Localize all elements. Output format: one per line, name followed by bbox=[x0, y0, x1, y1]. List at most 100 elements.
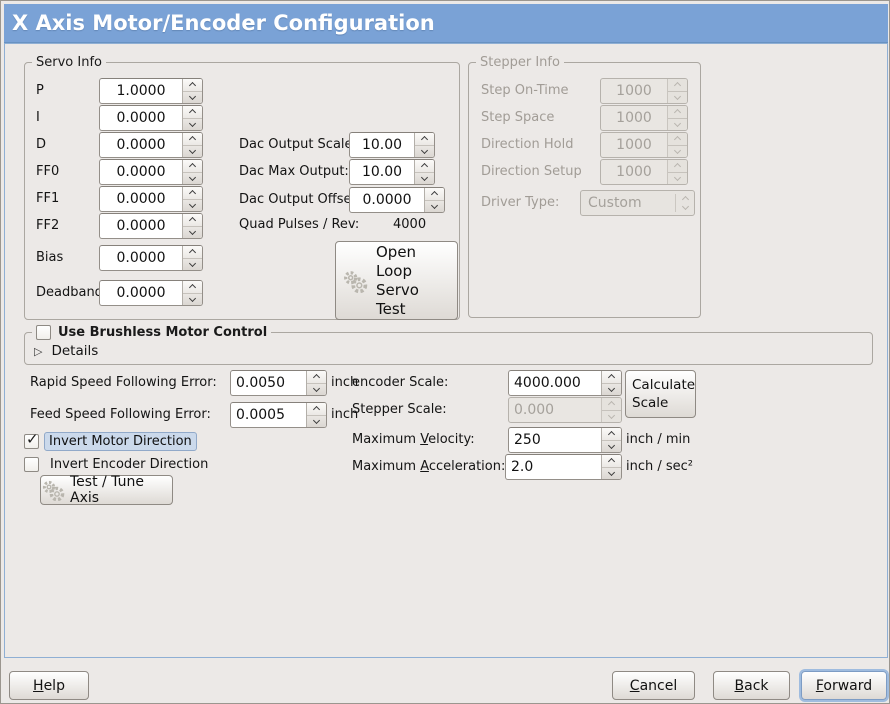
encoder-scale-input[interactable] bbox=[509, 371, 601, 395]
ff0-spinbox[interactable] bbox=[99, 159, 203, 185]
back-button[interactable]: Back bbox=[713, 671, 790, 700]
spin-up-button[interactable] bbox=[183, 187, 202, 200]
spin-down-button[interactable] bbox=[415, 146, 434, 158]
spin-down-button[interactable] bbox=[425, 201, 444, 213]
cancel-button[interactable]: Cancel bbox=[612, 671, 695, 700]
spin-down-button bbox=[602, 411, 621, 423]
spin-down-button bbox=[668, 146, 687, 158]
dac-output-scale-spinbox[interactable] bbox=[349, 132, 435, 158]
ff1-input[interactable] bbox=[100, 187, 182, 211]
ff2-input[interactable] bbox=[100, 214, 182, 238]
spin-up-button[interactable] bbox=[183, 281, 202, 294]
use-brushless-label: Use Brushless Motor Control bbox=[58, 325, 268, 340]
i-label: I bbox=[36, 110, 40, 125]
bias-label: Bias bbox=[36, 250, 64, 265]
spin-down-button[interactable] bbox=[183, 200, 202, 212]
spin-down-button[interactable] bbox=[183, 259, 202, 271]
d-label: D bbox=[36, 137, 47, 152]
chevron-down-icon bbox=[420, 146, 429, 154]
maximum-acceleration-spinbox[interactable] bbox=[505, 454, 622, 480]
spin-up-button[interactable] bbox=[183, 214, 202, 227]
bias-input[interactable] bbox=[100, 246, 182, 270]
feed-following-error-spinbox[interactable] bbox=[230, 402, 327, 428]
spin-down-button[interactable] bbox=[183, 227, 202, 239]
spin-up-button[interactable] bbox=[425, 188, 444, 201]
spin-down-button[interactable] bbox=[602, 384, 621, 396]
direction-hold-input bbox=[601, 133, 667, 157]
spin-down-button[interactable] bbox=[183, 119, 202, 131]
spin-down-button[interactable] bbox=[307, 416, 326, 428]
spin-up-button[interactable] bbox=[602, 455, 621, 468]
spin-down-button[interactable] bbox=[602, 468, 621, 480]
bias-spinbox[interactable] bbox=[99, 245, 203, 271]
invert-motor-label[interactable]: Invert Motor Direction bbox=[44, 432, 197, 451]
spin-down-button[interactable] bbox=[183, 294, 202, 306]
forward-label: Forward bbox=[815, 677, 873, 694]
step-on-time-spinbox bbox=[600, 78, 688, 104]
i-input[interactable] bbox=[100, 106, 182, 130]
expander-triangle-icon: ▷ bbox=[34, 344, 43, 358]
spin-up-button[interactable] bbox=[183, 160, 202, 173]
chevron-up-icon bbox=[607, 458, 616, 466]
dac-max-output-input[interactable] bbox=[350, 160, 414, 184]
spin-down-button[interactable] bbox=[307, 384, 326, 396]
content-area: Servo Info P I D FF0 FF1 bbox=[4, 43, 888, 658]
spin-up-button[interactable] bbox=[415, 133, 434, 146]
rapid-following-error-spinbox[interactable] bbox=[230, 370, 327, 396]
spin-up-button[interactable] bbox=[307, 371, 326, 384]
dac-output-offset-input[interactable] bbox=[350, 188, 424, 212]
spin-up-button[interactable] bbox=[602, 371, 621, 384]
spin-down-button[interactable] bbox=[183, 146, 202, 158]
forward-button[interactable]: Forward bbox=[801, 671, 887, 700]
rapid-following-error-input[interactable] bbox=[231, 371, 306, 395]
spin-down-button[interactable] bbox=[415, 173, 434, 185]
maximum-velocity-input[interactable] bbox=[509, 428, 601, 452]
dac-output-scale-input[interactable] bbox=[350, 133, 414, 157]
spin-down-button[interactable] bbox=[183, 92, 202, 104]
invert-encoder-checkbox[interactable] bbox=[24, 457, 39, 472]
ff1-spinbox[interactable] bbox=[99, 186, 203, 212]
chevron-down-icon bbox=[607, 384, 616, 392]
page-title: X Axis Motor/Encoder Configuration bbox=[12, 11, 435, 35]
open-loop-servo-test-button[interactable]: Open Loop Servo Test bbox=[335, 241, 458, 320]
chevron-up-icon bbox=[673, 163, 682, 171]
calculate-scale-button[interactable]: Calculate Scale bbox=[625, 370, 696, 418]
use-brushless-checkbox[interactable] bbox=[36, 325, 51, 340]
servo-info-frame: Servo Info P I D FF0 FF1 bbox=[24, 54, 460, 320]
d-input[interactable] bbox=[100, 133, 182, 157]
invert-encoder-label[interactable]: Invert Encoder Direction bbox=[50, 457, 209, 472]
help-label: Help bbox=[33, 677, 65, 694]
p-input[interactable] bbox=[100, 79, 182, 103]
feed-following-error-input[interactable] bbox=[231, 403, 306, 427]
p-spinbox[interactable] bbox=[99, 78, 203, 104]
invert-motor-checkbox[interactable]: ✓ bbox=[24, 430, 39, 449]
test-tune-axis-button[interactable]: Test / Tune Axis bbox=[40, 474, 173, 506]
ff2-spinbox[interactable] bbox=[99, 213, 203, 239]
deadband-input[interactable] bbox=[100, 281, 182, 305]
chevron-up-icon bbox=[188, 82, 197, 90]
encoder-scale-spinbox[interactable] bbox=[508, 370, 622, 396]
spin-up-button[interactable] bbox=[307, 403, 326, 416]
ff0-input[interactable] bbox=[100, 160, 182, 184]
dac-output-offset-spinbox[interactable] bbox=[349, 187, 445, 213]
spin-up-button[interactable] bbox=[183, 79, 202, 92]
deadband-spinbox[interactable] bbox=[99, 280, 203, 306]
maximum-velocity-spinbox[interactable] bbox=[508, 427, 622, 453]
help-button[interactable]: Help bbox=[9, 671, 89, 700]
maximum-acceleration-input[interactable] bbox=[506, 455, 601, 479]
spin-up-button[interactable] bbox=[183, 246, 202, 259]
spin-up-button[interactable] bbox=[183, 106, 202, 119]
details-expander[interactable]: ▷ Details bbox=[34, 343, 98, 359]
spin-down-button[interactable] bbox=[183, 173, 202, 185]
i-spinbox[interactable] bbox=[99, 105, 203, 131]
spin-up-button[interactable] bbox=[415, 160, 434, 173]
chevron-up-icon bbox=[188, 109, 197, 117]
spin-down-button[interactable] bbox=[602, 441, 621, 453]
d-spinbox[interactable] bbox=[99, 132, 203, 158]
chevron-down-icon bbox=[312, 384, 321, 392]
dac-max-output-spinbox[interactable] bbox=[349, 159, 435, 185]
chevron-up-icon bbox=[607, 401, 616, 409]
spin-up-button[interactable] bbox=[183, 133, 202, 146]
chevron-up-icon bbox=[673, 136, 682, 144]
spin-up-button[interactable] bbox=[602, 428, 621, 441]
